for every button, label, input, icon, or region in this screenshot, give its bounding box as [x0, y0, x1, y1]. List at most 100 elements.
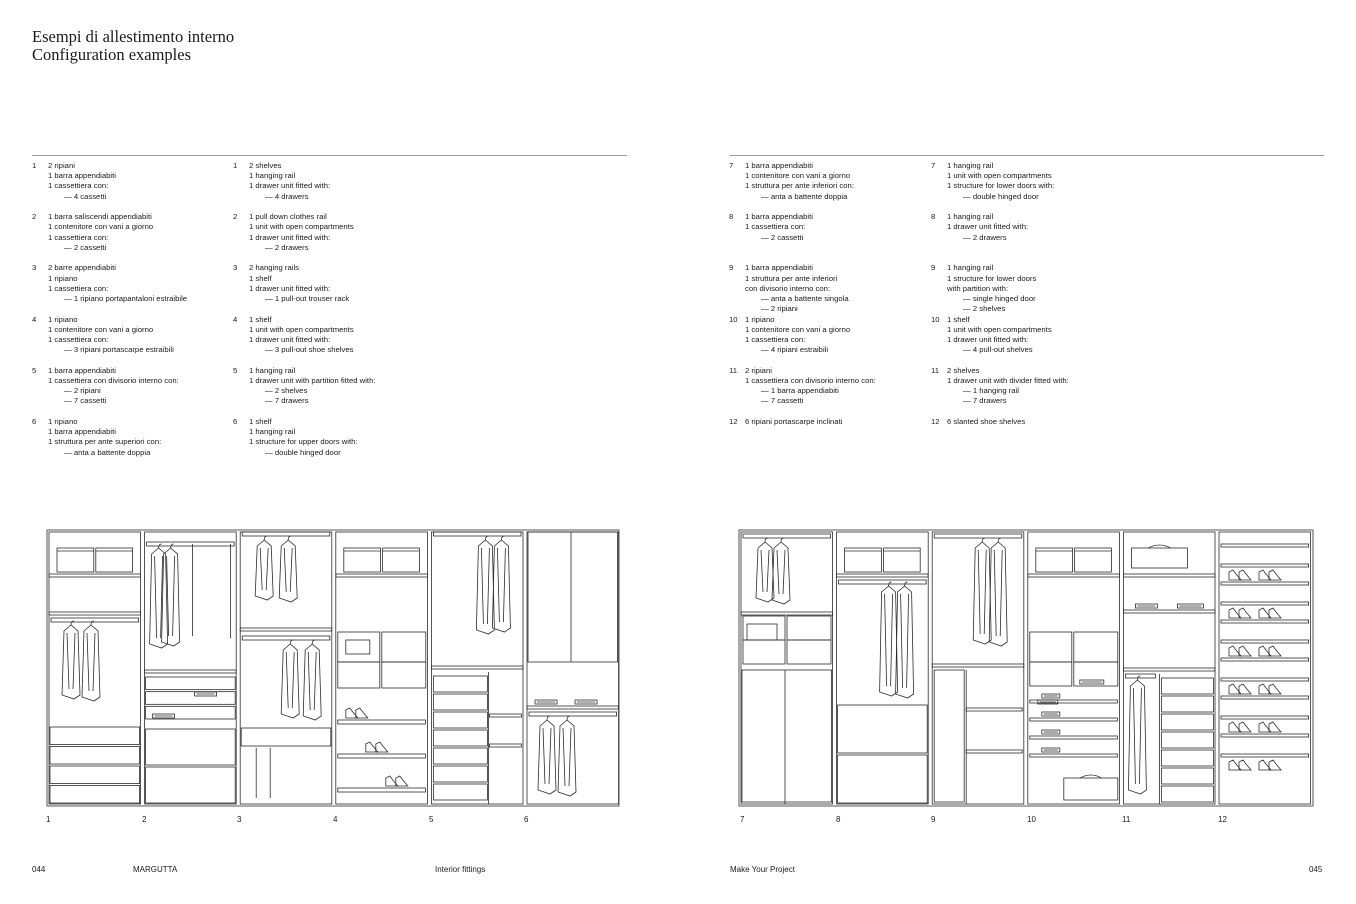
shelf — [740, 611, 833, 616]
config-entry-number: 3 — [233, 263, 238, 273]
config-entry-line: 1 hanging rail — [249, 427, 296, 437]
hanger-hook — [70, 620, 75, 626]
pull-out-shoe-shelf — [337, 787, 426, 793]
pull-out-shelf — [1029, 753, 1118, 758]
slanted-shoe-shelf — [1220, 753, 1309, 758]
shoe — [1238, 721, 1252, 733]
garment-fold — [548, 727, 552, 785]
garment-fold — [900, 593, 903, 689]
unit-number-8: 8 — [836, 815, 841, 824]
unit-frame — [239, 531, 333, 805]
unit-number-12: 12 — [1218, 815, 1227, 824]
config-entry-line: 1 shelf — [249, 314, 272, 324]
garment — [149, 547, 169, 649]
config-entry-line: — 4 cassetti — [64, 191, 107, 201]
config-entry-line: 1 ripiano — [48, 416, 78, 426]
storage-box — [95, 547, 133, 573]
drawer — [432, 693, 488, 711]
config-entry-line: 1 barra appendiabiti — [48, 365, 116, 375]
shoe — [1268, 645, 1282, 657]
config-entry-number: 6 — [32, 416, 37, 426]
cabinet-frame — [738, 529, 1314, 807]
unit-frame — [740, 531, 833, 805]
config-entry-line: — 2 drawers — [963, 232, 1007, 242]
drawer — [145, 676, 236, 691]
config-entry-number: 1 — [32, 161, 37, 170]
storage-box — [882, 547, 921, 573]
folded-clothes — [1041, 729, 1061, 735]
config-entry-line: 2 shelves — [947, 365, 980, 375]
shelf — [239, 627, 333, 632]
hanger-hook — [904, 581, 908, 587]
config-entry-line: 1 shelf — [249, 416, 272, 426]
drawer — [1160, 785, 1214, 803]
shoe — [1238, 607, 1252, 619]
hanging-rail — [933, 533, 1023, 539]
drawer — [145, 728, 236, 766]
slanted-shoe-shelf — [1220, 695, 1309, 700]
storage-box — [343, 547, 381, 573]
config-entry-line: 1 struttura per ante inferiori con: — [745, 181, 854, 191]
shoe — [1268, 683, 1282, 695]
config-entry-line: 1 hanging rail — [947, 161, 994, 170]
drawer — [1160, 731, 1214, 749]
config-entry-line: 1 struttura per ante inferiori — [745, 273, 838, 283]
slanted-shoe-shelf — [1220, 581, 1309, 586]
config-entry-number: 12 — [729, 416, 738, 426]
shelf — [931, 663, 1025, 668]
config-entry-line: — double hinged door — [963, 191, 1039, 201]
hanger-hook — [501, 535, 505, 541]
config-entry-line: 1 pull down clothes rail — [249, 212, 327, 222]
cabinet-frame — [46, 529, 620, 807]
page-title-italian: Esempi di allestimento interno — [32, 27, 235, 46]
config-entry-line: 1 cassettiera con: — [48, 232, 109, 242]
unit-number-1: 1 — [46, 815, 51, 824]
config-entry-line: — 1 ripiano portapantaloni estraibile — [64, 293, 188, 303]
config-entry-line: 1 hanging rail — [947, 263, 994, 273]
garment — [475, 539, 495, 635]
hanger-hook — [888, 581, 892, 587]
garment-fold — [313, 651, 317, 711]
config-entry-line: 1 drawer unit fitted with: — [947, 334, 1029, 344]
shoe — [1268, 759, 1282, 771]
open-compartment — [786, 639, 832, 665]
config-entry-line: 1 barra appendiabiti — [745, 212, 813, 222]
garment — [988, 541, 1008, 647]
garment-fold — [285, 651, 289, 709]
garment — [1127, 679, 1147, 795]
single-hinged-door — [933, 669, 965, 803]
slanted-shoe-shelf — [1220, 543, 1309, 548]
footer-page-number-right: 045 — [1309, 865, 1323, 874]
config-entry-line: 2 hanging rails — [249, 263, 300, 273]
config-entry-line: — 3 ripiani portascarpe estraibili — [64, 345, 174, 355]
shoe — [1238, 569, 1252, 581]
drawer — [837, 704, 928, 754]
drawer — [432, 711, 488, 729]
open-compartment — [1029, 661, 1073, 687]
slanted-shoe-shelf — [1220, 733, 1309, 738]
config-entry-number: 2 — [233, 212, 238, 222]
config-entry-line: — 2 shelves — [265, 386, 308, 396]
garment-fold — [86, 632, 90, 692]
page-title: Esempi di allestimento interno Configura… — [32, 28, 234, 64]
shelf — [430, 665, 524, 670]
garment — [280, 643, 300, 719]
folded-clothes — [1176, 603, 1204, 609]
open-compartment — [786, 615, 832, 641]
config-entry-line: 1 hanging rail — [947, 212, 994, 222]
garment-fold — [289, 547, 293, 593]
drawer — [1160, 767, 1214, 785]
unit-number-3: 3 — [237, 815, 242, 824]
config-entry-number: 3 — [32, 263, 37, 273]
hanger-hook — [287, 535, 292, 541]
garment — [755, 541, 775, 603]
drawer — [432, 765, 488, 783]
shelf — [965, 749, 1023, 754]
shelf — [48, 573, 141, 578]
